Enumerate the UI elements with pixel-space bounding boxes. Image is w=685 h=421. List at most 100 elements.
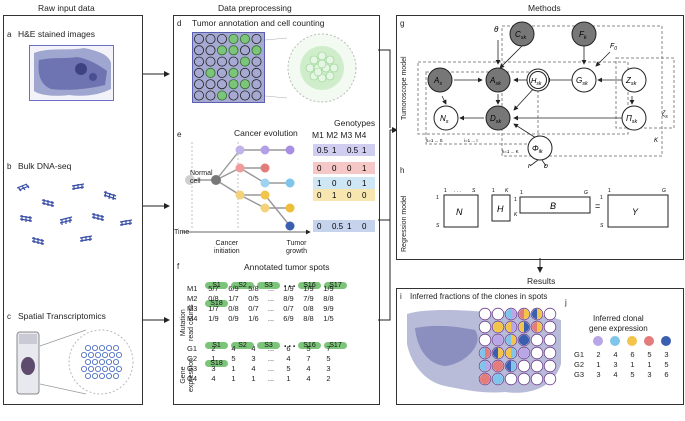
node-z: Zsk — [625, 76, 637, 87]
annotation-spot — [194, 67, 204, 78]
matrix-h: H — [497, 204, 504, 214]
cell-value: 1 — [596, 360, 601, 369]
annotation-spot — [251, 90, 262, 101]
genotype-value: 0 — [347, 179, 352, 188]
clone-fraction — [479, 360, 485, 372]
time-label: Time — [174, 229, 190, 236]
annotation-spot — [251, 79, 262, 90]
param-theta: θ — [494, 25, 499, 34]
row-name: M2 — [187, 294, 198, 303]
raw-input-panel: a H&E stained images b Bulk DNA-seq c Sp… — [3, 15, 143, 405]
header-results: Results — [527, 276, 556, 286]
annotation-spot — [251, 56, 262, 67]
svg-text:K: K — [505, 188, 509, 194]
cell-value: ... — [267, 304, 275, 313]
cell-value: 4 — [613, 370, 618, 379]
cell-value: 5 — [286, 364, 291, 373]
cell-value: 0/8 — [228, 304, 239, 313]
cell-value: 4 — [613, 350, 618, 359]
genotype-value: 0 — [347, 191, 352, 200]
plate-K: K — [654, 138, 659, 144]
cell-value: 1/5 — [323, 314, 334, 323]
annotation-spot — [216, 90, 227, 101]
cell-value: 5 — [231, 354, 236, 363]
annotation-spot — [205, 45, 216, 56]
spot-label: S1 — [205, 342, 228, 349]
svg-text:1: 1 — [520, 190, 523, 196]
header-data-preprocessing: Data preprocessing — [218, 3, 292, 13]
annotation-spot — [216, 56, 227, 67]
clone-fraction — [511, 347, 517, 359]
annotation-spot — [205, 79, 216, 90]
cell-value: 1/9 — [303, 284, 314, 293]
annotation-spot — [194, 90, 204, 101]
cell-value: 7 — [326, 344, 331, 353]
panel-e-letter: e — [177, 130, 182, 139]
panel-d-title: Tumor annotation and cell counting — [192, 18, 325, 28]
svg-text:G: G — [662, 188, 666, 194]
genotype-value: 0 — [317, 164, 322, 173]
row-name: G3 — [574, 370, 585, 379]
raw-to-prep-arrows — [143, 71, 170, 323]
header-methods: Methods — [528, 3, 561, 13]
clone-fraction — [492, 347, 498, 359]
node-pi: Πsk — [626, 114, 638, 125]
mutation-label: M1 — [312, 130, 324, 140]
cell-value: 3 — [211, 364, 216, 373]
panel-i-letter: i — [400, 292, 402, 301]
cell-value: 2 — [596, 350, 601, 359]
cell-value: 3 — [647, 370, 652, 379]
spot-label: S17 — [324, 282, 347, 289]
clone-fraction — [518, 334, 530, 346]
annotation-spot — [251, 67, 262, 78]
annotation-spot — [194, 79, 204, 90]
cell-value: 4 — [251, 364, 256, 373]
cell-value: 1 — [231, 364, 236, 373]
cell-value: ... — [267, 354, 275, 363]
row-name: G2 — [574, 360, 585, 369]
panel-a-letter: a — [7, 30, 12, 39]
row-name: G3 — [187, 364, 198, 373]
node-g: Gsk — [576, 76, 588, 87]
spot-label: S3 — [257, 282, 280, 289]
annotation-spot — [240, 56, 251, 67]
panel-g-letter: g — [400, 19, 405, 28]
mutation-label: M3 — [340, 130, 353, 140]
clone-fraction — [485, 347, 491, 359]
panel-d-letter: d — [177, 19, 182, 28]
clone-fraction — [505, 308, 511, 320]
annotation-spot — [228, 56, 239, 67]
regression-model-label: Regression model — [401, 195, 408, 252]
annotation-spot — [240, 79, 251, 90]
clone-fraction — [537, 321, 543, 333]
node-f: Fk — [579, 30, 587, 41]
result-spot — [530, 346, 544, 360]
cell-value: 4 — [231, 344, 236, 353]
annotation-spot — [205, 67, 216, 78]
svg-text:. . .: . . . — [454, 188, 461, 194]
plate-k: k=1 ... K — [502, 149, 519, 154]
annotation-spot — [251, 34, 262, 44]
cell-value: 3 — [664, 350, 669, 359]
svg-text:K: K — [514, 212, 518, 218]
cell-value: 7/9 — [303, 294, 314, 303]
clone-fraction — [492, 360, 504, 372]
cell-value: 4 — [251, 344, 256, 353]
cell-value: 6 — [286, 344, 291, 353]
cell-value: 1 — [630, 360, 635, 369]
node-c: Csk — [515, 30, 527, 41]
cell-value: 1/9 — [208, 314, 219, 323]
genotype-value: 0.5 — [317, 146, 329, 155]
mutation-label: M2 — [326, 130, 338, 140]
annotation-spot — [216, 34, 227, 44]
annotation-spot — [251, 45, 262, 56]
param-zeta: ζs — [662, 111, 668, 120]
cell-value: 4 — [286, 354, 291, 363]
cell — [317, 59, 327, 69]
cell-value: 1/9 — [323, 284, 334, 293]
clone-fraction — [505, 321, 511, 333]
param-r: r — [528, 163, 531, 168]
